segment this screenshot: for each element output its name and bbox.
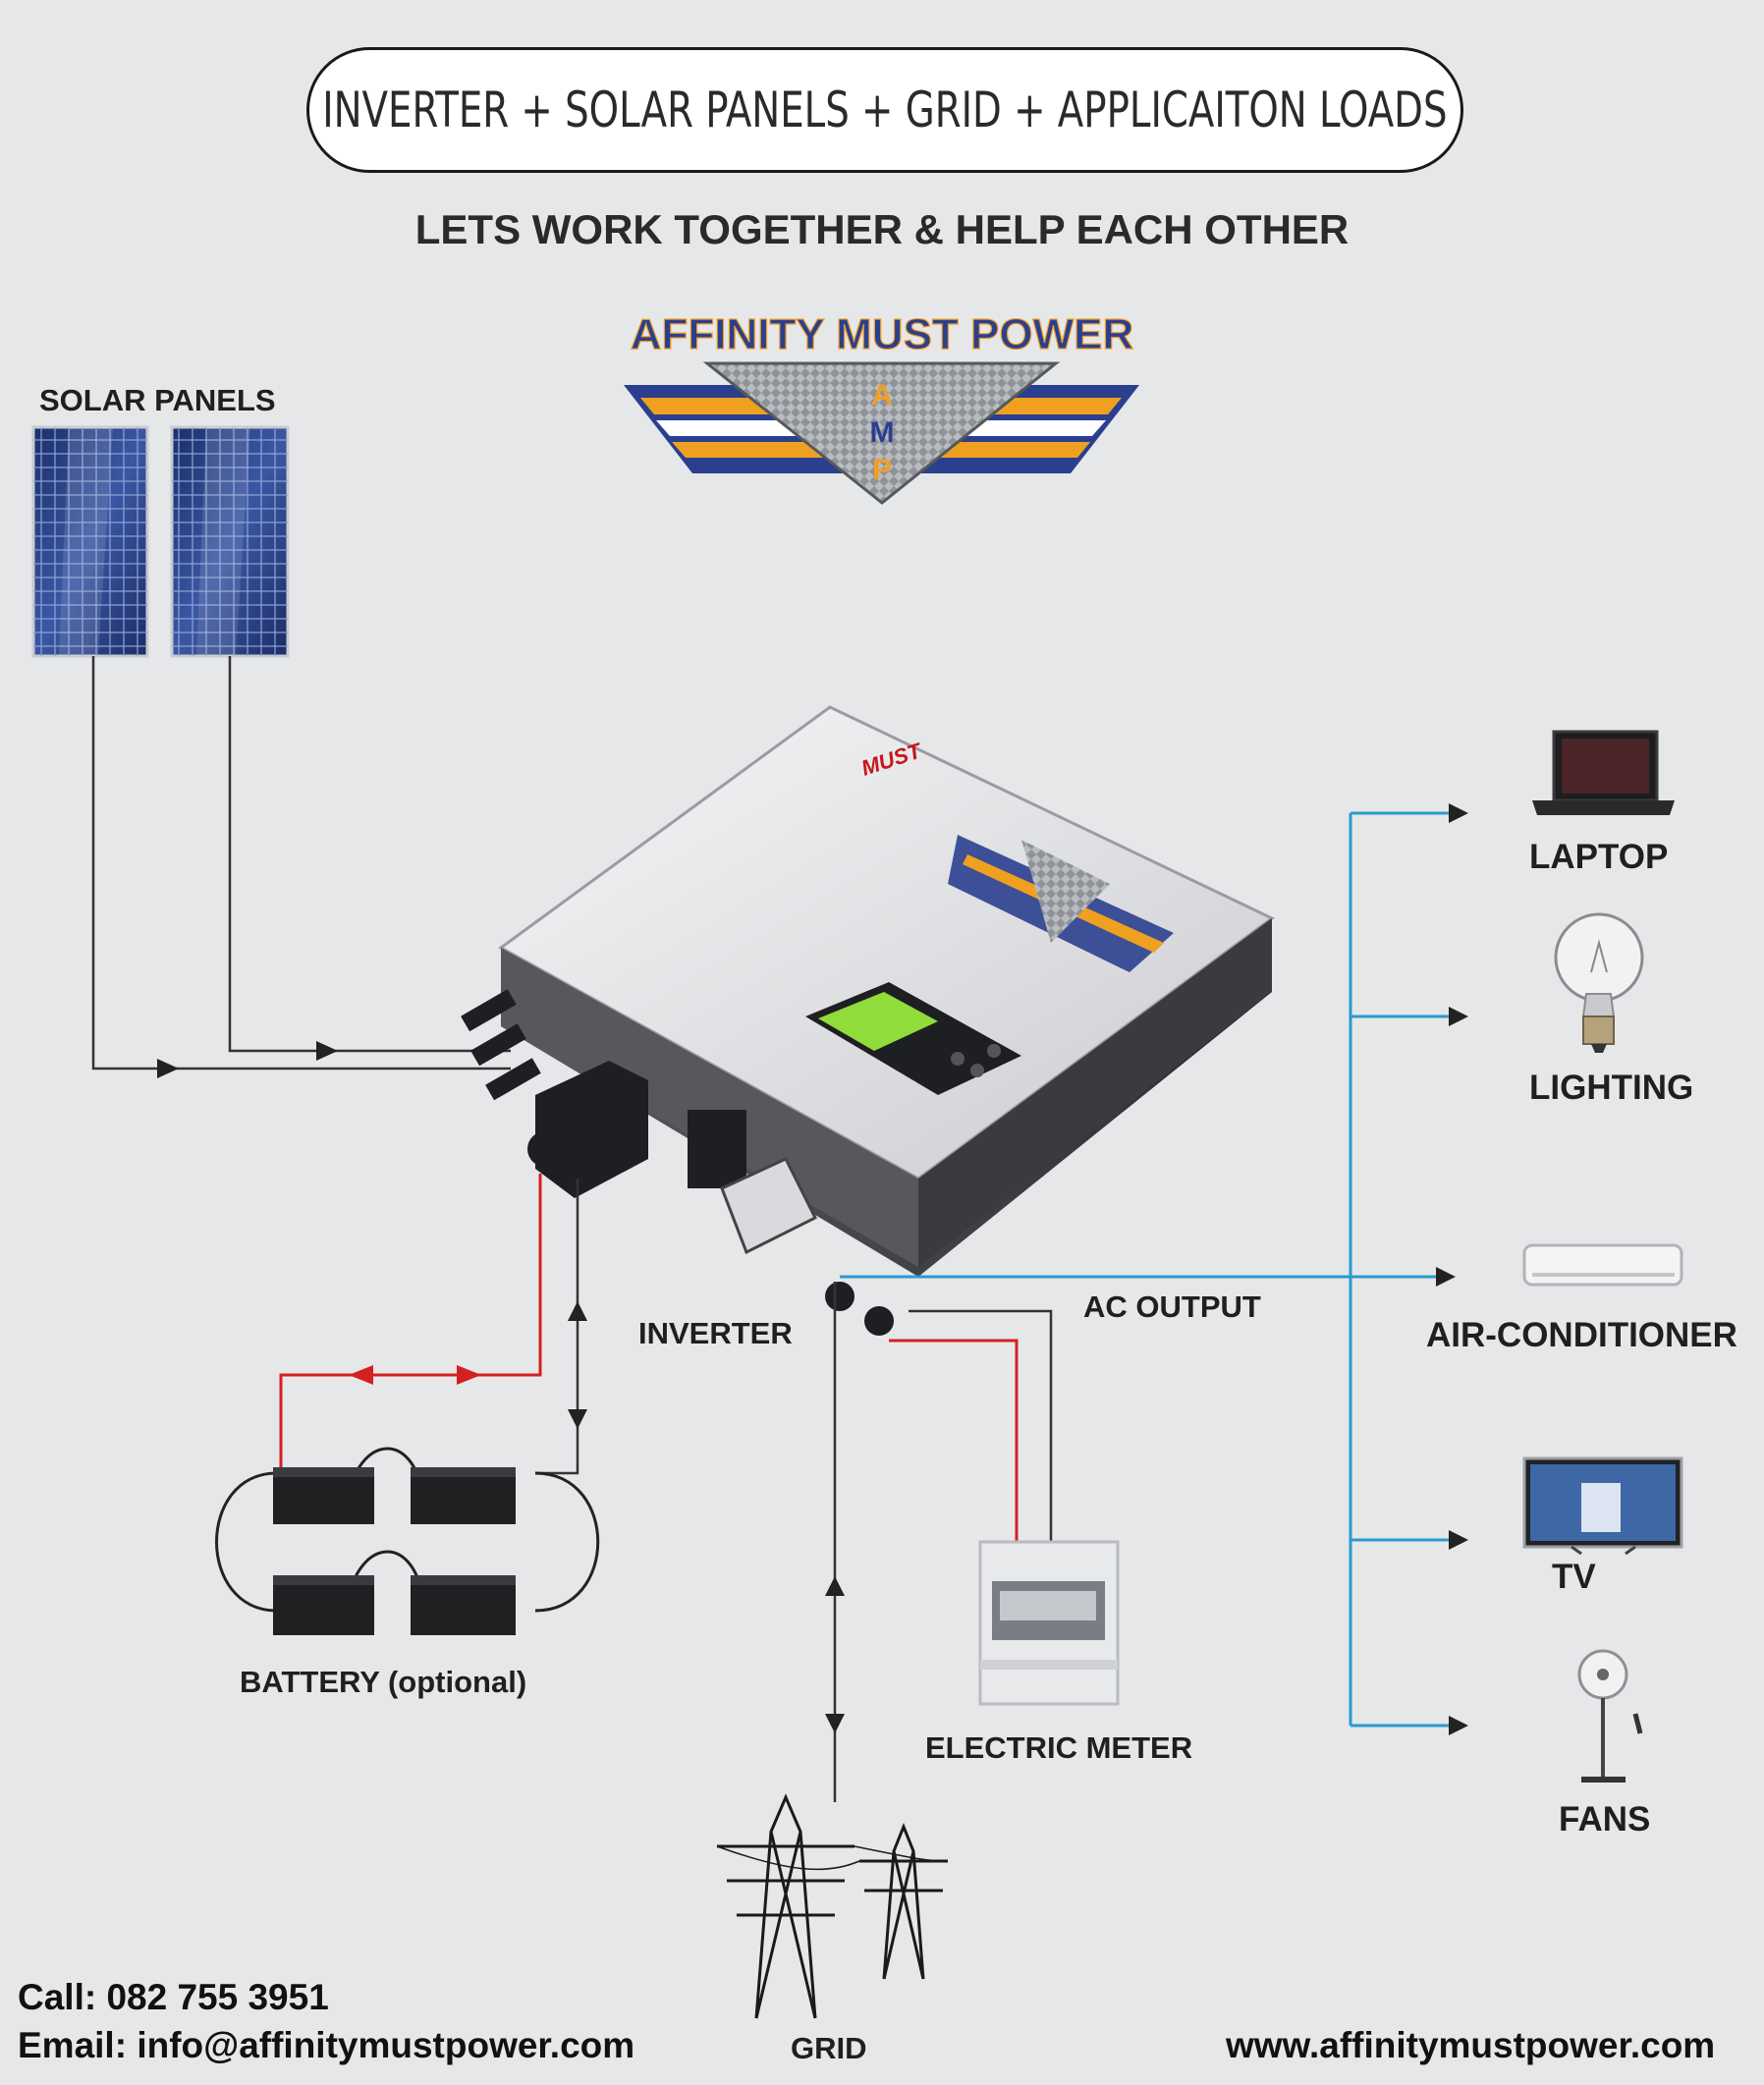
solar-panel-left (31, 425, 149, 658)
battery-arrows (349, 1301, 587, 1429)
ac-arrows (1436, 803, 1468, 1735)
battery-cell (411, 1575, 516, 1635)
load-label-fans: FANS (1559, 1800, 1651, 1838)
load-label-tv: TV (1552, 1558, 1596, 1596)
logo-initial-a: A (871, 379, 893, 412)
grid-arrows (825, 1576, 845, 1733)
logo-initial-p: P (872, 454, 892, 486)
battery-bank (215, 1447, 600, 1635)
battery-cell (273, 1467, 374, 1524)
air-conditioner-icon (1522, 1243, 1683, 1287)
title-banner: INVERTER + SOLAR PANELS + GRID + APPLICA… (306, 47, 1463, 173)
load-label-laptop: LAPTOP (1529, 838, 1669, 876)
contact-phone: Call: 082 755 3951 (18, 1977, 329, 2017)
inverter-unit: MUST (461, 705, 1275, 1336)
contact-website: www.affinitymustpower.com (1226, 2025, 1716, 2065)
dc-arrows (157, 1041, 338, 1078)
battery-cell (411, 1467, 516, 1524)
electric-meter-label: ELECTRIC METER (925, 1730, 1193, 1765)
solar-panels-label: SOLAR PANELS (39, 383, 276, 417)
logo-brand-text: AFFINITY MUST POWER (631, 310, 1134, 358)
dc-wiring (91, 656, 511, 1070)
tv-icon (1522, 1456, 1683, 1556)
load-label-lighting: LIGHTING (1529, 1069, 1694, 1107)
battery-cell (273, 1575, 374, 1635)
grid-label: GRID (791, 2031, 867, 2065)
contact-email: Email: info@affinitymustpower.com (18, 2025, 635, 2065)
solar-panel-right (170, 425, 290, 658)
laptop-icon (1532, 730, 1675, 815)
logo-shield (702, 361, 1061, 505)
ac-wiring (840, 811, 1449, 1728)
ac-output-label: AC OUTPUT (1083, 1289, 1261, 1324)
tagline: LETS WORK TOGETHER & HELP EACH OTHER (414, 206, 1350, 252)
page-title: INVERTER + SOLAR PANELS + GRID + APPLICA… (322, 82, 1448, 138)
load-label-air-conditioner: AIR-CONDITIONER (1426, 1316, 1737, 1354)
battery-label: BATTERY (optional) (240, 1665, 527, 1699)
inverter-label: INVERTER (638, 1316, 793, 1350)
company-logo: AFFINITY MUST POWER A M P (624, 309, 1139, 505)
battery-wiring (279, 1174, 579, 1475)
grid-towers (716, 1793, 949, 2019)
bulb-icon (1554, 912, 1644, 1053)
logo-initial-m: M (870, 416, 895, 449)
fan-icon (1577, 1649, 1643, 1783)
electric-meter (978, 1540, 1120, 1706)
